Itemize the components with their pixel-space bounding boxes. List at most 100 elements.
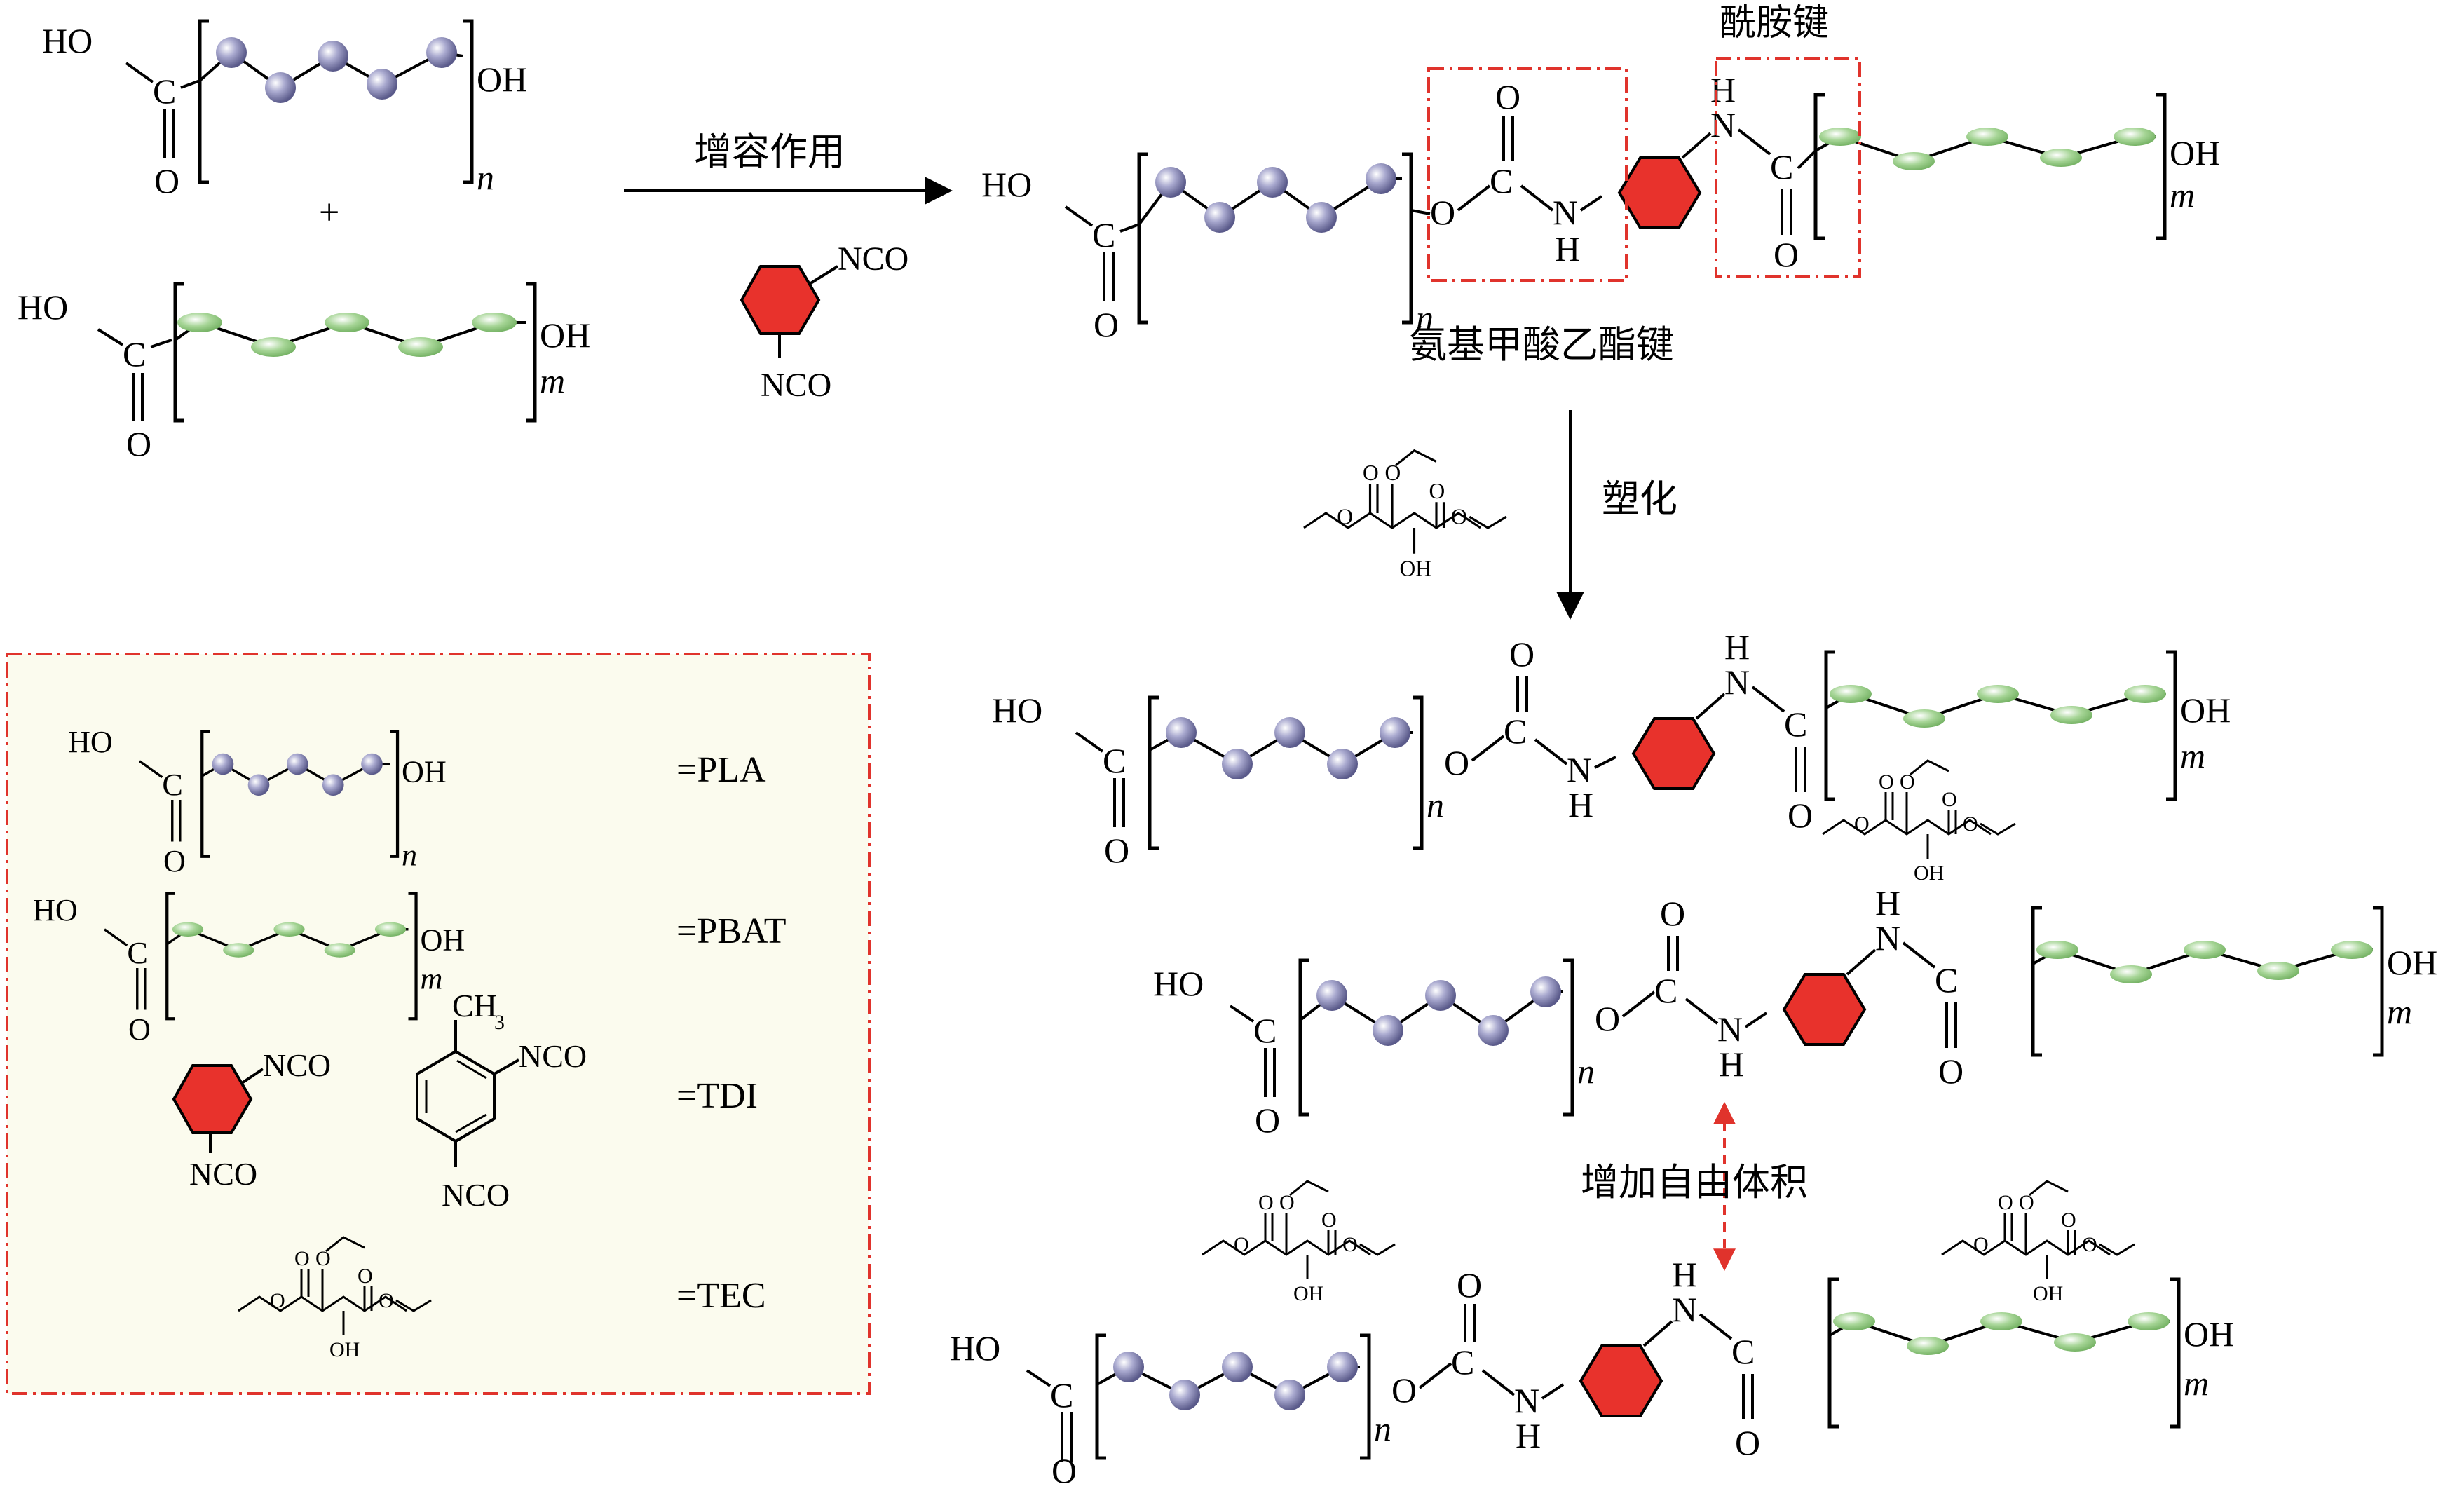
pla-o: O xyxy=(154,161,179,200)
svg-text:O: O xyxy=(1509,634,1534,674)
svg-text:C: C xyxy=(1253,1011,1277,1050)
compatibilization-label: 增容作用 xyxy=(694,130,845,174)
svg-text:NCO: NCO xyxy=(263,1047,331,1083)
svg-text:O: O xyxy=(1104,831,1129,870)
svg-text:m: m xyxy=(2170,175,2195,215)
svg-text:3: 3 xyxy=(494,1011,505,1034)
legend-tec-label: =TEC xyxy=(676,1276,766,1316)
svg-text:O: O xyxy=(315,1247,331,1270)
svg-text:C: C xyxy=(127,936,147,970)
svg-text:n: n xyxy=(1374,1409,1391,1448)
svg-text:H: H xyxy=(1672,1255,1697,1294)
svg-text:C: C xyxy=(1490,161,1513,200)
svg-text:m: m xyxy=(421,962,443,996)
svg-text:O: O xyxy=(1973,1233,1989,1256)
svg-text:HO: HO xyxy=(992,690,1042,730)
svg-text:O: O xyxy=(1337,505,1353,529)
free-volume-arrow: 增加自由体积 xyxy=(1581,1101,1808,1272)
svg-text:O: O xyxy=(163,844,186,878)
svg-text:H: H xyxy=(1875,883,1900,922)
plasticized-chain-3: HO C O n O C O N H N H C O xyxy=(950,1255,2234,1490)
reactant-pla: HO C O OH n xyxy=(42,19,527,200)
pla-ho: HO xyxy=(42,21,93,60)
svg-text:HO: HO xyxy=(68,725,113,759)
legend-pbat-structure: HO C O OH m xyxy=(33,892,465,1047)
svg-text:O: O xyxy=(1342,1233,1358,1256)
free-volume-label: 增加自由体积 xyxy=(1581,1160,1808,1204)
urethane-highlight-box xyxy=(1427,67,1628,282)
legend-box: HO C O OH n =PLA HO C O xyxy=(6,653,871,1395)
svg-text:O: O xyxy=(1774,235,1799,274)
svg-text:O: O xyxy=(1854,812,1870,836)
svg-text:H: H xyxy=(1516,1416,1541,1455)
svg-text:OH: OH xyxy=(2180,690,2231,730)
svg-text:C: C xyxy=(1451,1342,1474,1382)
svg-text:N: N xyxy=(1710,105,1736,144)
svg-text:O: O xyxy=(1094,305,1119,344)
svg-text:O: O xyxy=(294,1247,310,1270)
svg-text:OH: OH xyxy=(402,755,447,789)
svg-text:OH: OH xyxy=(421,923,465,958)
svg-text:OH: OH xyxy=(2170,133,2220,172)
svg-text:OH: OH xyxy=(2184,1314,2234,1354)
svg-text:O: O xyxy=(1595,999,1620,1038)
svg-text:C: C xyxy=(1731,1332,1755,1371)
pla-c: C xyxy=(153,72,176,111)
plasticized-chain-2: HO C O n O C O N H N H C O xyxy=(1153,883,2437,1140)
legend-tdi-label: =TDI xyxy=(676,1076,758,1116)
svg-text:OH: OH xyxy=(329,1338,360,1361)
svg-text:O: O xyxy=(1279,1191,1295,1214)
svg-text:m: m xyxy=(2387,992,2412,1031)
svg-text:O: O xyxy=(1255,1101,1280,1140)
amide-bond-label: 酰胺键 xyxy=(1720,2,1829,44)
svg-text:HO: HO xyxy=(1153,964,1204,1003)
tec-molecule-1: O O O OH O O xyxy=(1822,759,2016,885)
svg-text:O: O xyxy=(1938,1051,1963,1091)
tec-molecule-2: O O O OH O O xyxy=(1202,1180,1396,1305)
svg-text:O: O xyxy=(270,1289,285,1312)
copolymer-product: HO C O n O C O N H xyxy=(981,2,2220,367)
svg-text:O: O xyxy=(2082,1233,2097,1256)
svg-text:C: C xyxy=(1103,741,1126,780)
svg-text:O: O xyxy=(1900,770,1915,794)
svg-text:H: H xyxy=(1719,1044,1744,1084)
svg-text:O: O xyxy=(1430,193,1455,232)
svg-text:O: O xyxy=(1385,461,1401,485)
svg-text:N: N xyxy=(1724,662,1750,702)
urethane-bond-label: 氨基甲酸乙酯键 xyxy=(1409,322,1674,367)
svg-text:O: O xyxy=(126,424,151,463)
legend-pla-label: =PLA xyxy=(676,750,766,790)
svg-text:O: O xyxy=(1429,479,1445,503)
svg-text:C: C xyxy=(1770,147,1793,186)
svg-text:n: n xyxy=(1427,785,1444,824)
svg-text:O: O xyxy=(1660,894,1685,933)
svg-text:C: C xyxy=(1050,1375,1073,1415)
svg-text:O: O xyxy=(2019,1191,2034,1214)
svg-text:C: C xyxy=(1935,960,1958,1000)
svg-text:OH: OH xyxy=(1914,862,1944,885)
svg-text:H: H xyxy=(1710,70,1736,109)
tec-molecule-3: O O O OH O O xyxy=(1941,1180,2135,1305)
svg-text:O: O xyxy=(1363,461,1379,485)
svg-text:OH: OH xyxy=(2387,943,2437,982)
svg-text:O: O xyxy=(1444,743,1469,782)
legend-tec-structure: O O O OH O O xyxy=(238,1236,432,1361)
svg-text:OH: OH xyxy=(1400,556,1431,580)
svg-text:N: N xyxy=(1567,750,1592,789)
svg-text:O: O xyxy=(1451,505,1467,529)
svg-text:OH: OH xyxy=(1293,1282,1323,1305)
tec-reagent: O O O OH O O xyxy=(1303,449,1507,580)
svg-text:O: O xyxy=(1963,812,1978,836)
svg-text:C: C xyxy=(1504,712,1527,751)
svg-text:NCO: NCO xyxy=(519,1038,587,1074)
svg-text:O: O xyxy=(379,1289,394,1312)
svg-text:O: O xyxy=(1051,1451,1077,1490)
plus-sign: + xyxy=(319,193,339,233)
svg-text:O: O xyxy=(128,1012,151,1047)
svg-text:O: O xyxy=(1391,1370,1417,1410)
svg-text:H: H xyxy=(1568,785,1593,824)
svg-text:NCO: NCO xyxy=(838,240,908,278)
plasticization-label: 塑化 xyxy=(1602,477,1677,521)
svg-text:O: O xyxy=(358,1265,373,1288)
svg-text:O: O xyxy=(1234,1233,1249,1256)
